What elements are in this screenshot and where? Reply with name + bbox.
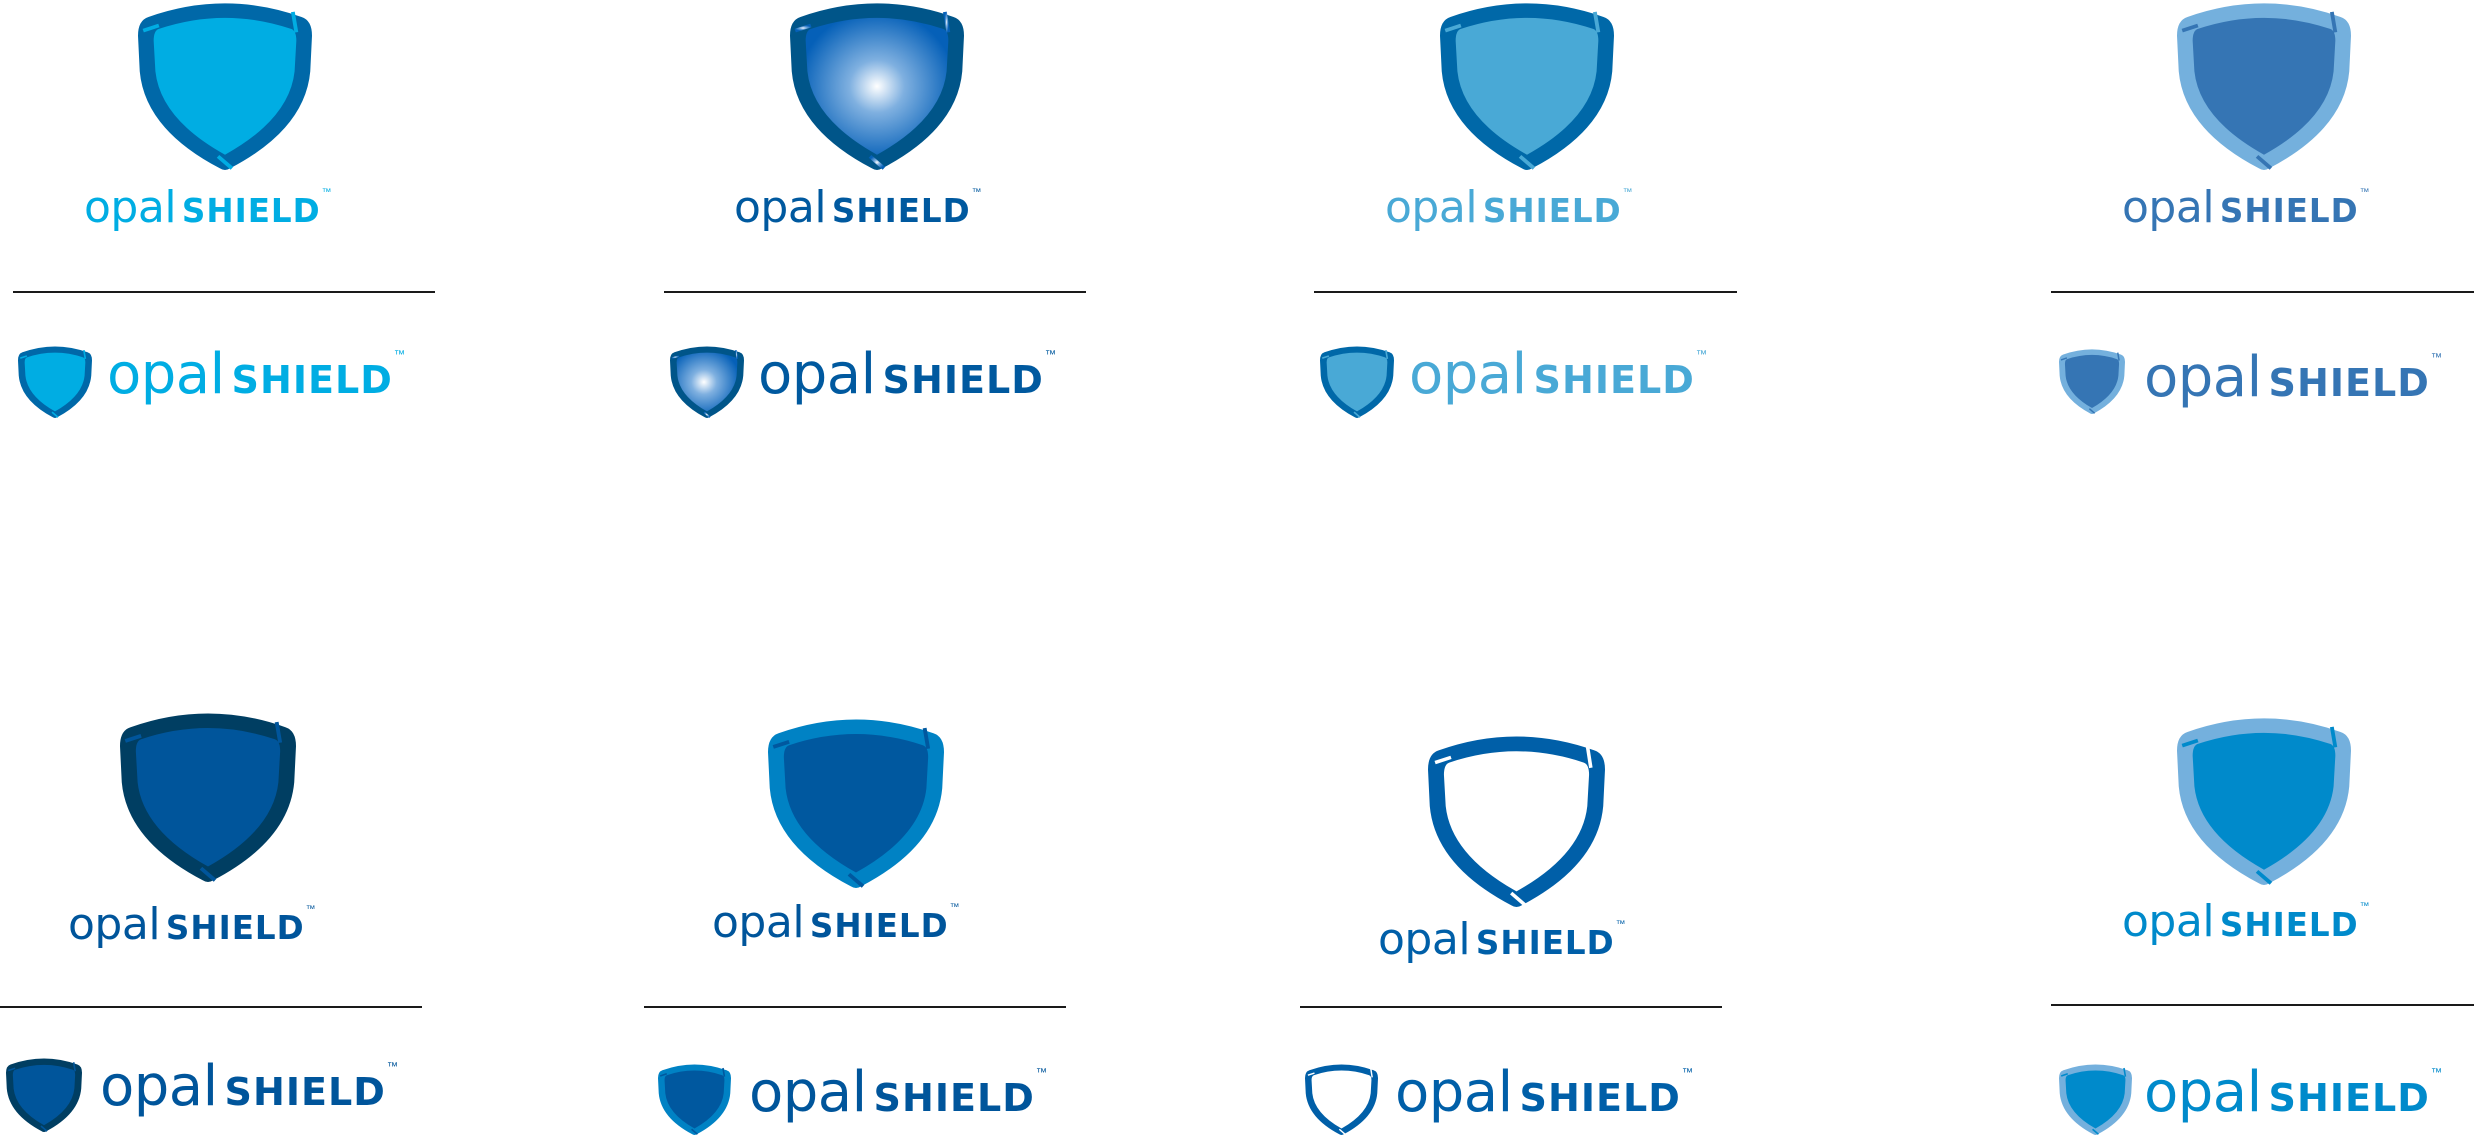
divider-line <box>644 1006 1066 1008</box>
wordmark-opal: opal <box>107 342 225 407</box>
shield-icon-small <box>658 1063 731 1135</box>
shield-icon-small <box>2059 348 2125 414</box>
shield-icon-small <box>2059 1063 2132 1135</box>
wordmark-opal: opal <box>2144 1060 2262 1125</box>
wordmark-shield: SHIELD <box>831 192 971 230</box>
trademark-symbol: ™ <box>949 901 960 913</box>
wordmark-shield: SHIELD <box>1475 924 1615 962</box>
divider-line <box>664 291 1086 293</box>
wordmark-opal: opal <box>68 899 161 950</box>
wordmark-opal: opal <box>1385 182 1478 233</box>
wordmark-opal: opal <box>1409 342 1527 407</box>
shield-icon-small <box>1320 345 1394 418</box>
wordmark-opal: opal <box>758 342 876 407</box>
wordmark-shield: SHIELD <box>181 192 321 230</box>
wordmark-shield: SHIELD <box>882 358 1044 402</box>
wordmark-shield: SHIELD <box>2268 361 2430 405</box>
wordmark-shield: SHIELD <box>2219 906 2359 944</box>
trademark-symbol: ™ <box>321 186 332 198</box>
wordmark-shield: SHIELD <box>873 1076 1035 1120</box>
wordmark-shield: SHIELD <box>2219 192 2359 230</box>
shield-icon-small <box>18 345 92 418</box>
wordmark-opal: opal <box>712 897 805 948</box>
wordmark-shield: SHIELD <box>1519 1076 1681 1120</box>
trademark-symbol: ™ <box>1035 1066 1048 1079</box>
shield-icon <box>2177 0 2351 171</box>
trademark-symbol: ™ <box>1615 918 1626 930</box>
wordmark-shield: SHIELD <box>2268 1076 2430 1120</box>
wordmark-shield: SHIELD <box>224 1070 386 1114</box>
divider-line <box>0 1006 422 1008</box>
wordmark-shield: SHIELD <box>1533 358 1695 402</box>
shield-icon <box>138 0 312 171</box>
wordmark-shield: SHIELD <box>165 909 305 947</box>
trademark-symbol: ™ <box>2430 1066 2443 1079</box>
trademark-symbol: ™ <box>2359 900 2370 912</box>
shield-icon <box>768 716 944 888</box>
wordmark-opal: opal <box>1378 914 1471 965</box>
trademark-symbol: ™ <box>2359 186 2370 198</box>
shield-icon-small <box>1305 1063 1378 1135</box>
trademark-symbol: ™ <box>1044 348 1057 361</box>
wordmark-opal: opal <box>749 1060 867 1125</box>
shield-icon <box>790 0 964 171</box>
wordmark-shield: SHIELD <box>1482 192 1622 230</box>
wordmark-opal: opal <box>734 182 827 233</box>
shield-icon <box>1440 0 1614 171</box>
trademark-symbol: ™ <box>2430 351 2443 364</box>
trademark-symbol: ™ <box>1681 1066 1694 1079</box>
wordmark-opal: opal <box>100 1054 218 1119</box>
divider-line <box>1300 1006 1722 1008</box>
divider-line <box>2051 291 2474 293</box>
shield-icon-small <box>6 1057 82 1132</box>
wordmark-shield: SHIELD <box>809 907 949 945</box>
wordmark-opal: opal <box>84 182 177 233</box>
divider-line <box>2051 1004 2474 1006</box>
trademark-symbol: ™ <box>1622 186 1633 198</box>
divider-line <box>1314 291 1737 293</box>
wordmark-opal: opal <box>2144 345 2262 410</box>
trademark-symbol: ™ <box>393 348 406 361</box>
trademark-symbol: ™ <box>1695 348 1708 361</box>
trademark-symbol: ™ <box>971 186 982 198</box>
shield-icon <box>120 710 296 882</box>
shield-icon <box>1428 733 1605 907</box>
wordmark-opal: opal <box>1395 1060 1513 1125</box>
shield-icon <box>2177 715 2351 885</box>
wordmark-opal: opal <box>2122 896 2215 947</box>
divider-line <box>13 291 435 293</box>
trademark-symbol: ™ <box>386 1060 399 1073</box>
trademark-symbol: ™ <box>305 903 316 915</box>
shield-icon-small <box>670 345 744 418</box>
wordmark-shield: SHIELD <box>231 358 393 402</box>
wordmark-opal: opal <box>2122 182 2215 233</box>
